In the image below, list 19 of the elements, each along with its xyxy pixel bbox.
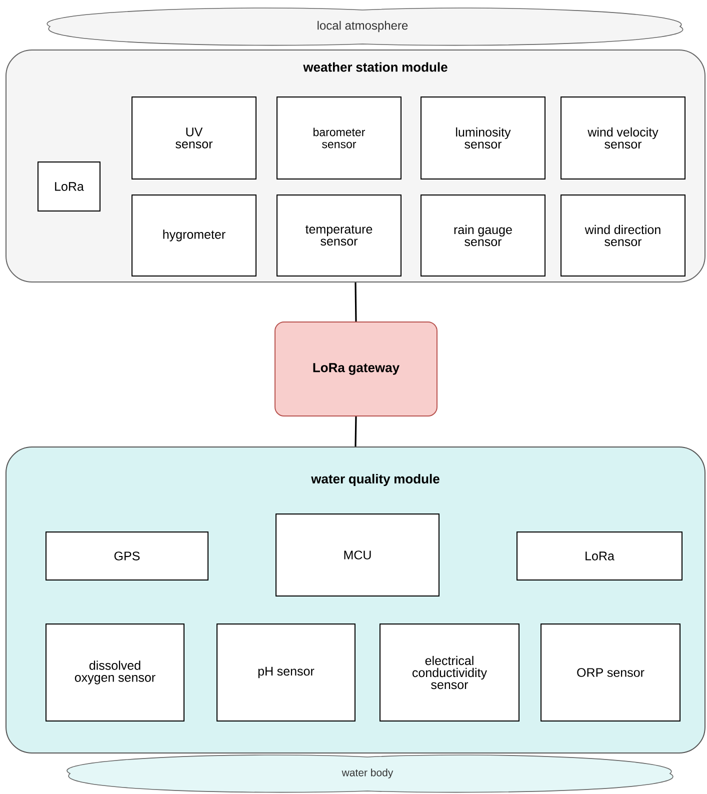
- sensor-box: UV sensor: [132, 96, 256, 180]
- sensor-box: barometer sensor: [276, 96, 402, 180]
- sensor-box: dissolved oxygen sensor: [46, 624, 184, 722]
- sensor-box: wind direction sensor: [560, 194, 686, 276]
- sensor-box: luminosity sensor: [420, 96, 546, 180]
- sensor-box: ORP sensor: [540, 624, 680, 722]
- sensor-box: MCU: [276, 514, 440, 596]
- sensor-box: LoRa: [38, 162, 100, 212]
- sensor-box: pH sensor: [216, 624, 356, 722]
- sensor-box: electrical conductividity sensor: [380, 624, 520, 722]
- sensor-box: GPS: [46, 532, 208, 580]
- connector-line: [354, 416, 357, 447]
- sensor-box: LoRa: [516, 532, 682, 580]
- gateway-box: LoRa gateway: [274, 322, 438, 416]
- sensor-box: hygrometer: [132, 194, 256, 276]
- sensor-box: rain gauge sensor: [420, 194, 546, 276]
- sensor-box: wind velocity sensor: [560, 96, 686, 180]
- sensor-box: temperature sensor: [276, 194, 402, 276]
- connector-line: [354, 282, 357, 322]
